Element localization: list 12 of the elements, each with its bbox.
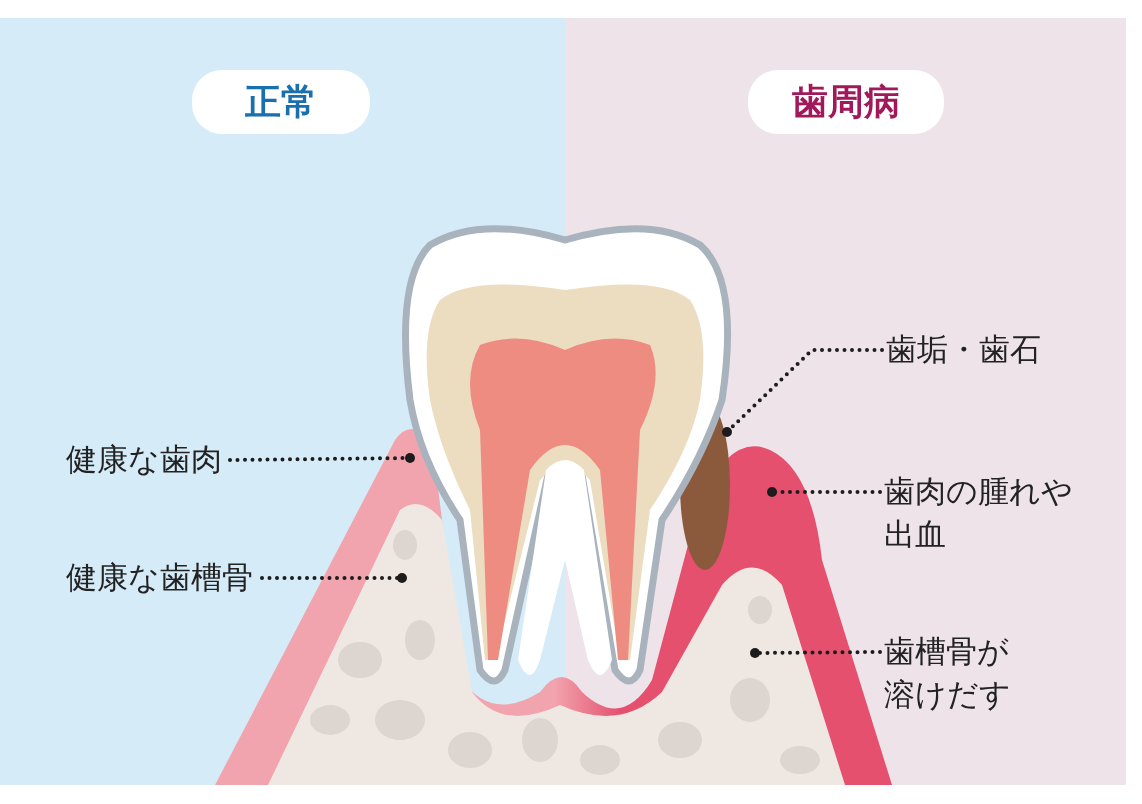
heading-badge: 正常 <box>192 70 370 134</box>
callout-label: 歯槽骨が溶けだす <box>884 630 1012 716</box>
leader-line <box>260 573 407 583</box>
callout-label: 歯肉の腫れや出血 <box>884 470 1078 556</box>
leader-line <box>228 453 415 463</box>
leader-line <box>750 648 882 658</box>
callout-label: 健康な歯槽骨 <box>66 556 258 599</box>
heading-badge: 歯周病 <box>748 70 944 134</box>
leader-line <box>767 487 882 497</box>
leader-line <box>722 348 884 437</box>
callout-label: 健康な歯肉 <box>66 438 226 481</box>
callout-label: 歯垢・歯石 <box>886 328 1056 371</box>
